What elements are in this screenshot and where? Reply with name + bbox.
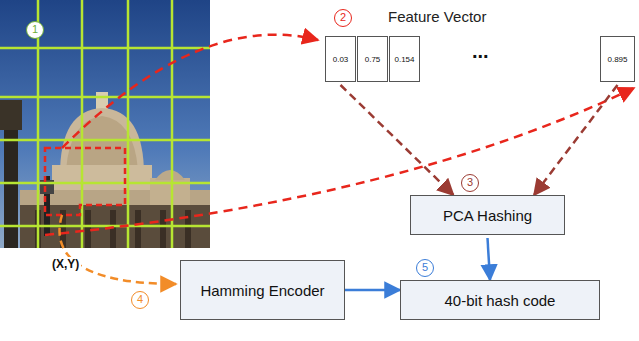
callout-number: 2 [334,9,352,27]
process-box: Hamming Encoder [180,260,345,320]
vector-cell: 0.154 [389,36,420,82]
node-text: 0.03 [333,55,349,64]
feature-arrow [45,88,634,235]
callout-number: 5 [416,259,434,277]
node-text: 40-bit hash code [445,292,556,309]
node-text: 0.895 [607,55,627,64]
position-arrow [59,215,176,284]
coordinate-label: (X,Y) [50,257,81,271]
callout-number: 4 [131,291,149,309]
callout-number: 1 [26,21,44,39]
vector-cell: 0.895 [600,36,635,82]
ellipsis: ... [472,40,489,63]
panel-title: Feature Vector [388,8,486,25]
connector-arrow [488,238,491,280]
node-text: 0.154 [394,55,414,64]
vector-cell: 0.03 [325,36,356,82]
connector-arrow [534,85,618,195]
connector-arrow [345,289,400,292]
photo [0,0,210,248]
callout-number: 3 [461,174,479,192]
vector-cell: 0.75 [357,36,388,82]
process-box: PCA Hashing [410,195,565,235]
node-text: Hamming Encoder [200,282,324,299]
output-box: 40-bit hash code [400,280,600,320]
node-text: PCA Hashing [443,207,532,224]
feature-arrow [62,35,318,148]
connector-arrow [341,85,454,195]
node-text: 0.75 [365,55,381,64]
